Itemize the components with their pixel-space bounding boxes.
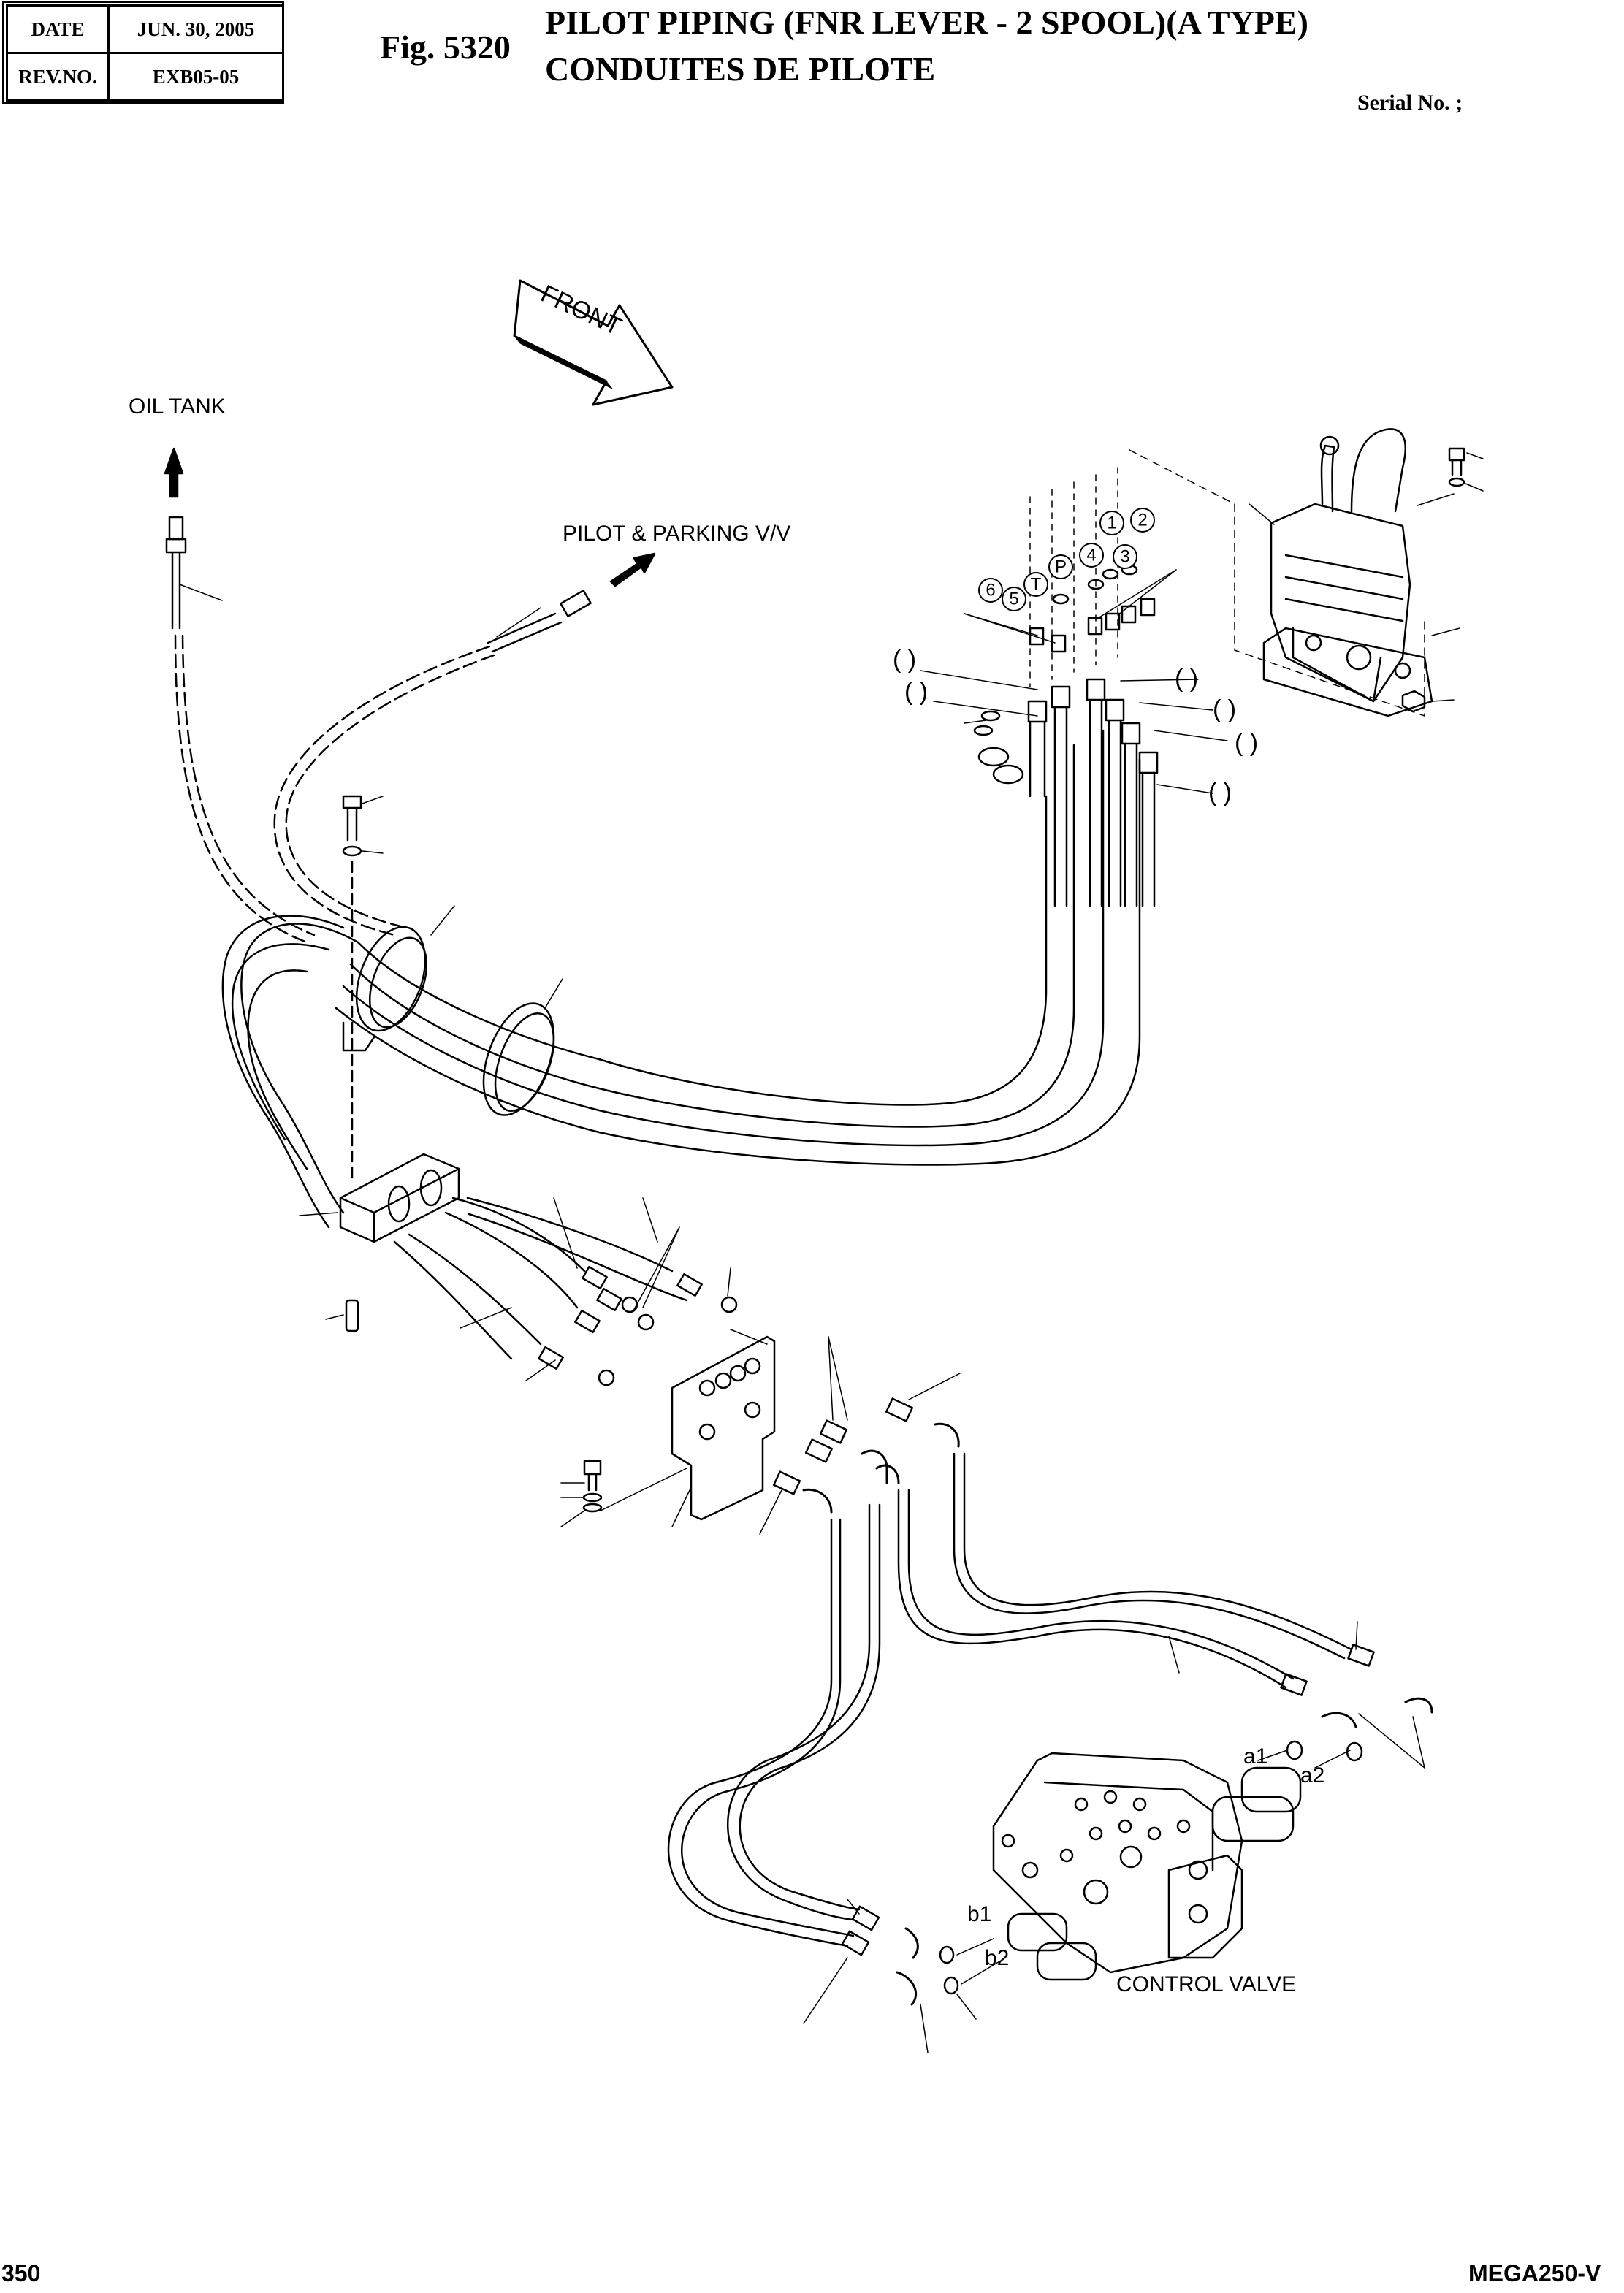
fnr-lever	[1129, 428, 1484, 717]
port-marker-5: 5	[1002, 587, 1026, 611]
mounting-bracket	[560, 1329, 776, 1527]
port-marker-6: 6	[978, 578, 1003, 603]
svg-text:3: 3	[1120, 547, 1129, 567]
pilot-parking-hose	[273, 552, 656, 936]
port-marker-1: 1	[1099, 511, 1124, 535]
hose-clamp-lower	[482, 978, 563, 1116]
svg-text:2: 2	[1137, 511, 1147, 530]
figure-title-en: PILOT PIPING (FNR LEVER - 2 SPOOL)(A TYP…	[545, 4, 1308, 41]
port-marker-t: T	[1023, 572, 1048, 597]
ref-paren-4: ( )	[1213, 695, 1236, 723]
model-name: MEGA250-V	[1468, 2260, 1601, 2286]
block-clamp	[299, 1153, 460, 1332]
ref-paren-2: ( )	[904, 678, 928, 706]
clamp-bolt	[342, 795, 384, 1185]
port-markers: 1 2 3 4 P T 5 6	[978, 508, 1155, 611]
port-marker-4: 4	[1079, 543, 1104, 568]
lever-port-fittings	[920, 467, 1228, 907]
rev-value: EXB05-05	[107, 52, 284, 102]
date-label: DATE	[6, 4, 110, 54]
svg-text:6: 6	[986, 581, 995, 600]
svg-text:T: T	[1031, 575, 1042, 595]
figure-number: Fig. 5320	[380, 28, 511, 66]
bracket-fittings	[759, 1336, 961, 1535]
front-label: FRONT	[536, 280, 625, 341]
serial-number: Serial No. ;	[1357, 91, 1463, 115]
svg-text:1: 1	[1107, 514, 1116, 533]
main-hose-bundle	[221, 729, 1141, 1229]
port-a2-label: a2	[1300, 1763, 1324, 1788]
revision-table-frame	[2, 1, 284, 104]
date-value: JUN. 30, 2005	[107, 4, 284, 54]
oil-tank-label: OIL TANK	[129, 394, 226, 419]
revision-table: DATE JUN. 30, 2005 REV.NO. EXB05-05	[6, 4, 284, 102]
port-a1-label: a1	[1243, 1744, 1267, 1769]
port-marker-2: 2	[1130, 508, 1155, 533]
bracket-hoses	[393, 1197, 738, 1386]
figure-title-fr: CONDUITES DE PILOTE	[545, 50, 936, 88]
front-arrow	[513, 279, 674, 406]
ref-paren-3: ( )	[1175, 665, 1198, 693]
rev-label: REV.NO.	[6, 52, 110, 102]
ref-paren-5: ( )	[1235, 729, 1258, 757]
svg-text:5: 5	[1009, 590, 1018, 609]
ref-paren-1: ( )	[893, 646, 916, 674]
control-valve-hoses	[667, 1452, 1433, 2053]
pilot-parking-label: PILOT & PARKING V/V	[563, 522, 790, 546]
svg-text:P: P	[1055, 557, 1067, 577]
hose-clamp-upper	[342, 905, 455, 1052]
oil-tank-hose	[164, 447, 316, 944]
control-valve	[992, 1752, 1302, 1981]
ref-paren-6: ( )	[1208, 779, 1232, 806]
port-marker-3: 3	[1113, 544, 1137, 569]
port-b1-label: b1	[967, 1902, 991, 1926]
port-b2-label: b2	[985, 1946, 1009, 1970]
port-marker-p: P	[1048, 554, 1073, 579]
svg-text:4: 4	[1086, 546, 1096, 565]
page-number: 350	[1, 2260, 41, 2286]
control-valve-label: CONTROL VALVE	[1116, 1972, 1296, 1996]
